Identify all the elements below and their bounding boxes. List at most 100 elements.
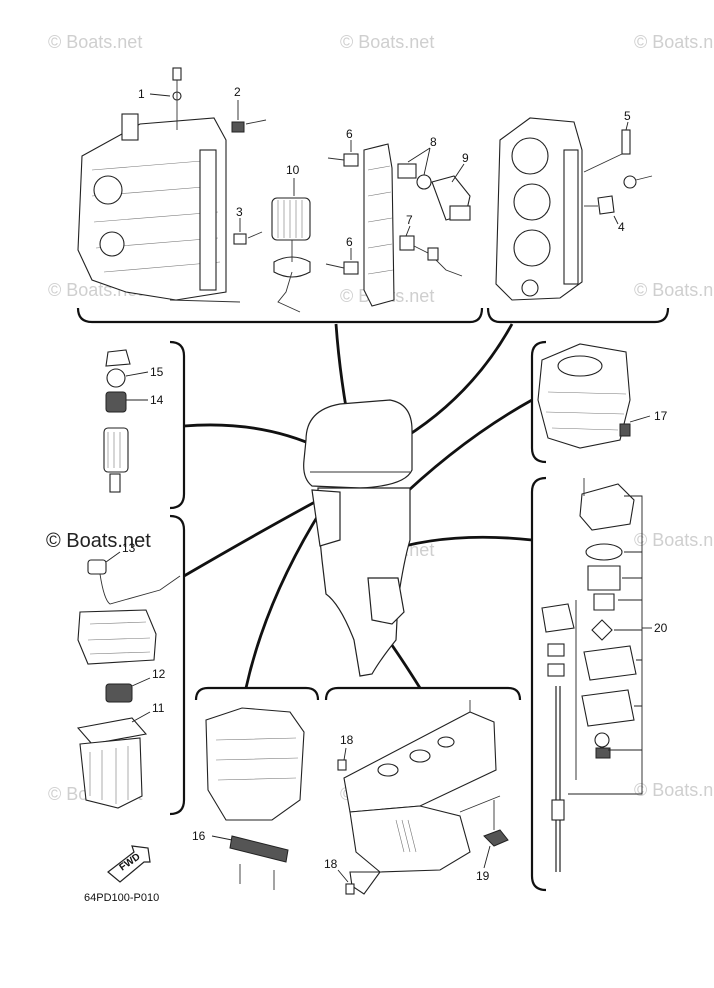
seal-housing [595, 747, 611, 759]
separator-body [77, 609, 157, 665]
screw-part-2 [245, 119, 267, 125]
anode-bolt [327, 157, 345, 161]
sensor-axis [583, 153, 623, 173]
oring-large [585, 543, 623, 561]
gearcase-body [349, 805, 471, 873]
combustion-chamber [521, 279, 539, 297]
filter-bracket [273, 256, 311, 278]
callout-3: 3 [236, 205, 243, 219]
gasket-part-8 [416, 174, 432, 190]
callout-numbers: 1 2 3 4 5 6 6 7 8 9 10 11 12 13 14 15 16… [122, 85, 668, 883]
callout-10: 10 [286, 163, 300, 177]
float-chamber [79, 737, 143, 809]
casing-port [409, 749, 431, 763]
callout-20: 20 [654, 621, 668, 635]
watermark: © Boats.net [634, 32, 714, 52]
watermark: © Boats.net [634, 530, 714, 550]
leader-line [149, 93, 171, 97]
combustion-chamber [513, 229, 551, 267]
reference-code: 64PD100-P010 [84, 892, 159, 904]
leader-line [125, 371, 149, 377]
exhaust-guide [205, 707, 305, 821]
insert-cartridge [593, 593, 615, 611]
fitting-part-4 [597, 195, 615, 215]
pump-base [541, 603, 575, 633]
flywheel-boss [121, 113, 139, 141]
anode-part-6-top [343, 153, 359, 167]
joint-part-13 [87, 559, 107, 575]
plug-part-2 [231, 121, 245, 133]
oil-filter-grip [277, 200, 303, 238]
callout-9: 9 [462, 151, 469, 165]
watermark: © Boats.net [340, 32, 434, 52]
gearcase-fins [395, 819, 417, 853]
water-pump-assembly [541, 478, 652, 872]
anode-bolt [325, 263, 345, 269]
bracket-water-pump [530, 476, 547, 892]
bearing [547, 643, 565, 657]
combustion-chamber [513, 183, 551, 221]
fitting-part-7 [399, 235, 415, 251]
leader-line [343, 747, 347, 761]
shaft-spline [551, 799, 565, 821]
casing-port [377, 763, 399, 777]
callout-8: 8 [430, 135, 437, 149]
leader-line [211, 835, 233, 841]
fitting-hose [413, 245, 463, 277]
crankcase-ribs [91, 159, 221, 273]
callout-5: 5 [624, 109, 631, 123]
bolt-part-1 [172, 67, 182, 81]
pan-ribs [545, 391, 627, 431]
sensor-part-5 [621, 129, 631, 155]
bracket-oil-pan [530, 340, 547, 464]
pump-housing [579, 483, 635, 531]
leader-line [451, 163, 465, 183]
drain-line [169, 299, 241, 303]
element-part-14 [105, 391, 127, 413]
plate-part-16 [229, 835, 289, 863]
leader-line [105, 551, 121, 563]
fitting-part-3 [233, 233, 247, 245]
pump-part-12 [105, 683, 133, 703]
watermark: © Boats.net [634, 280, 714, 300]
callout-4: 4 [618, 220, 625, 234]
fuel-filter-assembly [103, 349, 149, 493]
separator-detail [87, 621, 151, 655]
washer-part-4 [623, 175, 637, 189]
float-chamber-ribs [89, 746, 129, 804]
connector-oil-pan [391, 398, 533, 508]
filter-head [105, 349, 131, 367]
pan-opening [557, 355, 603, 377]
exhaust-cover-assembly [325, 140, 471, 307]
bracket-engine-block [76, 307, 484, 324]
callout-12: 12 [152, 667, 166, 681]
leader-line [337, 869, 349, 883]
oil-filter [271, 197, 311, 241]
filter-cup [103, 427, 129, 473]
bearing [547, 663, 565, 677]
cowling [303, 399, 413, 489]
outboard-motor [303, 399, 413, 677]
trim-tab-part-19 [483, 829, 509, 847]
block-flange [199, 149, 217, 291]
bracket-mount [311, 489, 341, 547]
filter-mount-pipe [277, 271, 301, 313]
bolt-part-18-top [337, 759, 347, 771]
impeller-housing [587, 565, 621, 591]
bracket-bracket-plate [194, 686, 320, 701]
cover-ribs [367, 165, 394, 275]
gearcase [367, 577, 405, 625]
watermark: © Boats.net [634, 780, 714, 800]
exhaust-cover [363, 143, 395, 307]
leader-line [483, 845, 491, 869]
midsection [317, 487, 411, 677]
guide-ribs [215, 737, 299, 781]
callout-13: 13 [122, 541, 136, 555]
impeller [591, 619, 613, 641]
watermark: © Boats.net [48, 32, 142, 52]
callout-6-top: 6 [346, 127, 353, 141]
bracket-cylinder-head [486, 307, 670, 324]
callout-6-bottom: 6 [346, 235, 353, 249]
bracket-vapor-separator [169, 514, 186, 816]
